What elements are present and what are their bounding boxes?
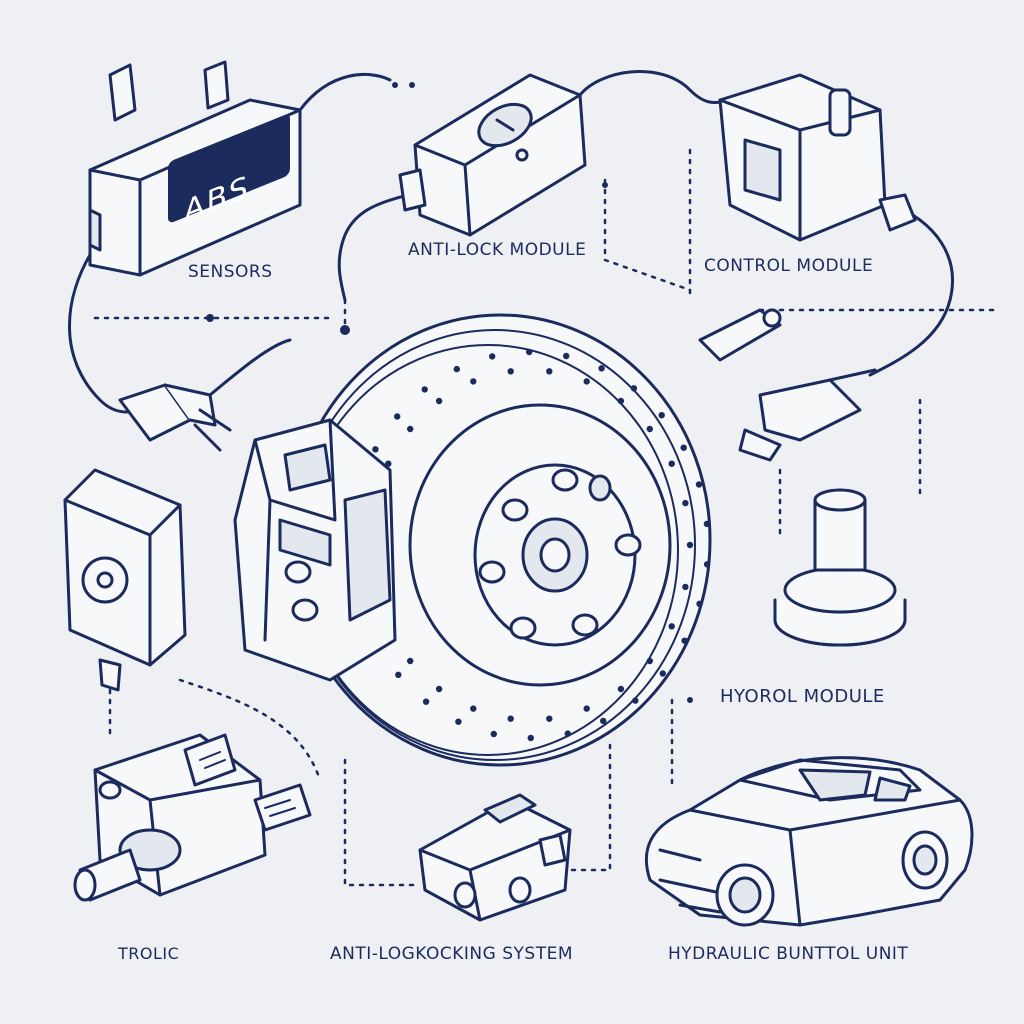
drill-hole: [617, 397, 625, 405]
drill-hole: [600, 717, 607, 725]
label-anti-lock-module: ANTI-LOCK MODULE: [408, 240, 587, 260]
drill-hole: [527, 734, 534, 742]
drill-hole: [453, 365, 460, 373]
drill-hole: [646, 425, 653, 433]
right-plug: [738, 368, 877, 462]
label-hyorol-module: HYOROL MODULE: [720, 686, 885, 707]
control-module-part: [718, 73, 917, 242]
drill-hole: [489, 353, 496, 360]
drill-hole: [703, 561, 711, 568]
drill-hole: [455, 718, 462, 725]
drill-hole: [407, 657, 414, 665]
drill-hole: [598, 365, 605, 372]
drill-hole: [696, 600, 703, 607]
hydraulic-valve: [73, 733, 312, 902]
label-hydraulic-unit: HYDRAULIC BUNTTOL UNIT: [668, 944, 909, 964]
drill-hole: [407, 425, 414, 433]
leader-lines: [93, 82, 1002, 887]
abs-hydraulic-unit: [418, 793, 572, 922]
abs-sensor-box: [88, 60, 302, 277]
drill-hole: [583, 705, 590, 712]
drill-hole: [435, 397, 443, 405]
drill-hole: [490, 730, 497, 738]
drill-hole: [703, 520, 711, 528]
label-control-module: CONTROL MODULE: [704, 256, 874, 276]
drill-hole: [507, 368, 514, 375]
drill-hole: [682, 583, 689, 591]
drill-hole: [668, 460, 675, 467]
drill-hole: [680, 444, 687, 451]
anti-lock-module-part: [398, 73, 587, 237]
drill-hole: [563, 352, 570, 360]
drill-hole: [470, 378, 477, 385]
small-connector: [698, 308, 782, 362]
car-illustration: [644, 756, 974, 927]
sensor-plug: [118, 383, 232, 452]
drill-hole: [617, 685, 625, 693]
drill-hole: [435, 685, 443, 693]
drill-hole: [421, 386, 428, 393]
hydrol-module-part: [773, 488, 907, 647]
brake-caliper: [233, 418, 397, 682]
label-sensors: SENSORS: [188, 262, 273, 282]
drill-hole: [395, 671, 402, 678]
drill-hole: [546, 715, 553, 722]
drill-hole: [507, 715, 514, 722]
drill-hole: [668, 623, 675, 630]
label-trolic: TROLIC: [118, 944, 180, 963]
drill-hole: [470, 705, 477, 712]
drill-hole: [372, 446, 379, 453]
drill-hole: [632, 697, 639, 704]
drill-hole: [422, 698, 430, 705]
drill-hole: [659, 670, 666, 677]
drill-hole: [646, 657, 653, 665]
drill-hole: [630, 385, 638, 392]
drill-hole: [583, 378, 590, 385]
drill-hole: [658, 412, 665, 419]
drill-hole: [546, 368, 553, 375]
drill-hole: [394, 413, 401, 420]
drill-hole: [682, 499, 689, 507]
drill-hole: [681, 637, 688, 644]
drill-hole: [564, 730, 571, 737]
label-anti-locking-system: ANTI-LOGKOCKING SYSTEM: [330, 944, 573, 964]
lug-holes: [478, 468, 642, 640]
drill-hole: [686, 541, 694, 549]
drill-hole: [695, 481, 703, 488]
drill-hole: [526, 348, 533, 356]
left-sensor-box: [63, 468, 187, 692]
